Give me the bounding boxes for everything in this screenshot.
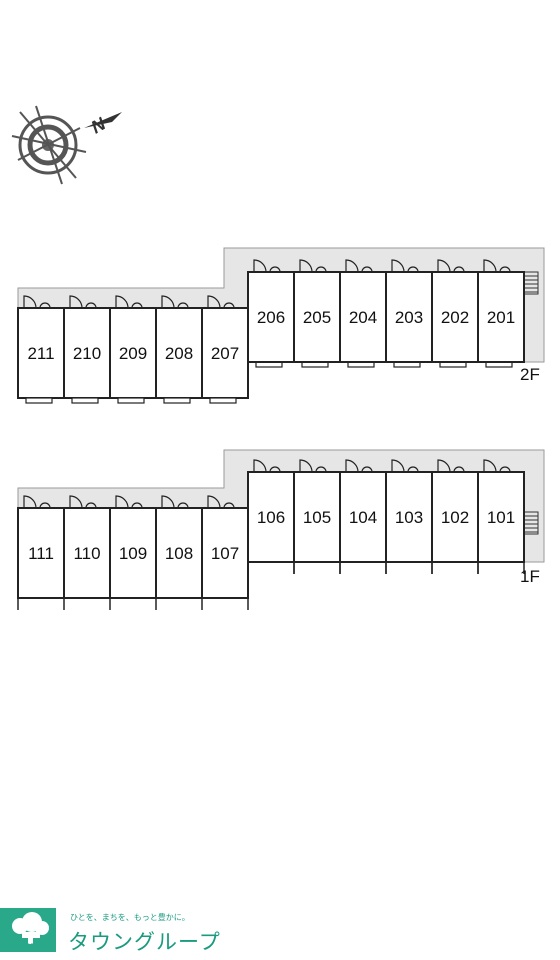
unit-number-label: 108 [165,544,193,563]
unit-number-label: 104 [349,508,377,527]
unit-number-label: 101 [487,508,515,527]
compass-icon [11,105,122,185]
unit-201: 201 [477,259,525,368]
door-icon [253,259,267,273]
unit-number-label: 109 [119,544,147,563]
unit-111: 111 [17,495,65,610]
unit-number-label: 204 [349,308,377,327]
site-floor-plan: N 211 210 209 208 207 206 205 204 203 202 201 2F 11… [11,105,545,610]
unit-number-label: 210 [73,344,101,363]
unit-210: 210 [63,295,111,404]
door-icon [391,459,405,473]
floor-1f-plan: 111 110 109 108 107 106 105 104 103 102 101 1F [17,449,545,610]
unit-103: 103 [385,459,433,574]
unit-number-label: 110 [73,544,100,563]
door-icon [115,495,129,509]
unit-105: 105 [293,459,341,574]
door-icon [299,259,313,273]
unit-number-label: 202 [441,308,469,327]
unit-number-label: 102 [441,508,469,527]
unit-204: 204 [339,259,387,368]
floor-2f-plan: 211 210 209 208 207 206 205 204 203 202 201 2F [17,247,545,404]
floor-label: 1F [520,567,540,586]
door-icon [345,459,359,473]
unit-number-label: 207 [211,344,239,363]
unit-209: 209 [109,295,157,404]
unit-104: 104 [339,459,387,574]
unit-205: 205 [293,259,341,368]
door-icon [437,459,451,473]
logo-caption: TOWN GROUP [6,944,48,950]
town-group-logo [0,908,56,952]
compass-north-label: N [88,113,110,137]
door-icon [69,495,83,509]
door-icon [483,259,497,273]
door-icon [115,295,129,309]
unit-107: 107 [201,495,249,610]
door-icon [299,459,313,473]
door-icon [207,495,221,509]
unit-number-label: 209 [119,344,147,363]
door-icon [23,495,37,509]
door-icon [253,459,267,473]
unit-number-label: 205 [303,308,331,327]
door-icon [207,295,221,309]
unit-number-label: 105 [303,508,331,527]
unit-110: 110 [63,495,111,610]
unit-number-label: 111 [28,544,54,563]
unit-number-label: 106 [257,508,285,527]
unit-102: 102 [431,459,479,574]
unit-101: 101 [477,459,525,574]
logo-slogan: ひとを、まちを、もっと豊かに。 [70,913,190,922]
unit-number-label: 103 [395,508,423,527]
door-icon [345,259,359,273]
unit-number-label: 211 [27,344,54,363]
unit-108: 108 [155,495,203,610]
unit-number-label: 201 [487,308,515,327]
door-icon [437,259,451,273]
unit-206: 206 [247,259,295,368]
door-icon [161,295,175,309]
unit-number-label: 206 [257,308,285,327]
door-icon [23,295,37,309]
door-icon [69,295,83,309]
tree-logo-icon [0,908,56,952]
unit-109: 109 [109,495,157,610]
door-icon [161,495,175,509]
unit-number-label: 208 [165,344,193,363]
unit-203: 203 [385,259,433,368]
floor-label: 2F [520,365,540,384]
unit-208: 208 [155,295,203,404]
unit-number-label: 203 [395,308,423,327]
unit-number-label: 107 [211,544,239,563]
unit-106: 106 [247,459,295,574]
door-icon [391,259,405,273]
unit-207: 207 [201,295,249,404]
door-icon [483,459,497,473]
company-name: タウングループ [68,930,221,954]
unit-211: 211 [17,295,65,404]
unit-202: 202 [431,259,479,368]
